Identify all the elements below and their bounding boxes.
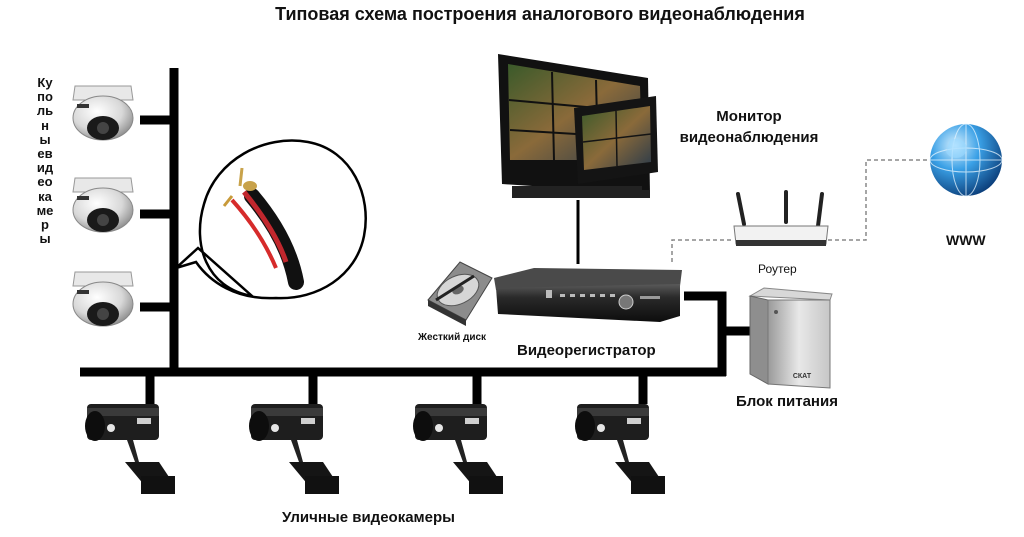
monitor-label: Монитор видеонаблюдения [679,108,819,146]
cable-bus [80,68,752,404]
router-icon [733,190,829,246]
network-link [671,239,734,262]
hard-disk-label: Жесткий диск [418,332,487,343]
router-label: Роутер [758,262,797,276]
monitor-icon [498,54,658,198]
dvr-label: Видеорегистратор [517,342,656,359]
bullet-camera-icon [575,404,665,494]
power-supply-label: Блок питания [736,393,838,410]
coax-cable-callout [175,139,367,300]
internet-link [828,159,930,241]
bullet-camera-icon [413,404,503,494]
bullet-camera-icon [85,404,175,494]
internet-label: WWW [946,232,986,248]
street-cameras-label: Уличные видеокамеры [282,509,455,526]
dome-camera-icon [72,177,134,233]
globe-icon [929,123,1003,197]
dome-cameras-label: Купольныевидеокамеры [36,75,54,247]
power-supply-icon: СКАТ [748,287,833,389]
dvr-icon [494,268,682,322]
psu-brand: СКАТ [793,373,812,380]
dome-camera-icon [72,85,134,141]
coax-cable-icon [222,167,304,290]
diagram-title: Типовая схема построения аналогового вид… [275,4,805,24]
dome-camera-icon [72,271,134,327]
hard-disk-icon [427,261,493,326]
bullet-camera-icon [249,404,339,494]
